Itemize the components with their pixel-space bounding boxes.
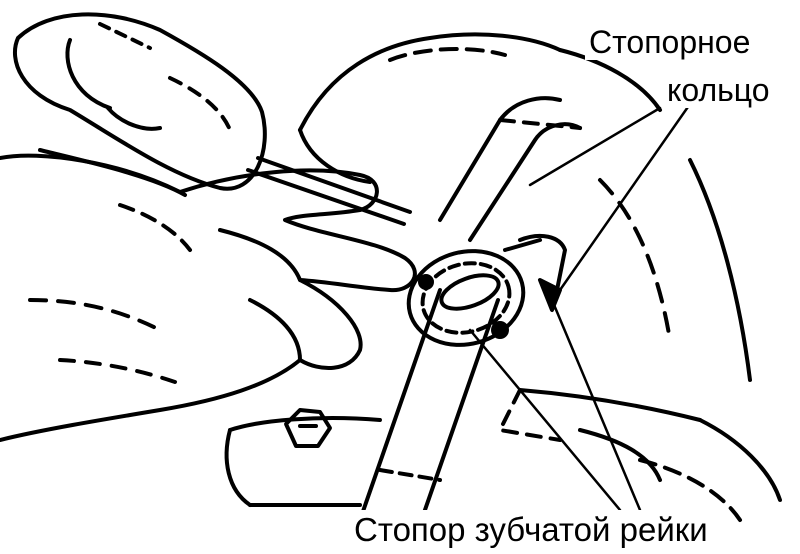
bolt [284, 408, 332, 448]
screwdriver-handle [12, 12, 267, 191]
retaining-ring-label-line1: Стопорное [585, 24, 755, 60]
retaining-ring [406, 249, 526, 347]
steering-rack-shaft [358, 273, 501, 532]
mounting-bracket [224, 158, 782, 522]
retaining-ring-label-line2: кольцо [663, 72, 774, 108]
rack-stop-label: Стопор зубчатой рейки [348, 510, 714, 549]
left-hand [0, 148, 417, 442]
screwdriver-shaft [246, 156, 412, 226]
rack-housing [438, 96, 582, 242]
right-hand [298, 32, 662, 184]
rack-stop [503, 233, 567, 312]
leader-lines [468, 102, 692, 512]
